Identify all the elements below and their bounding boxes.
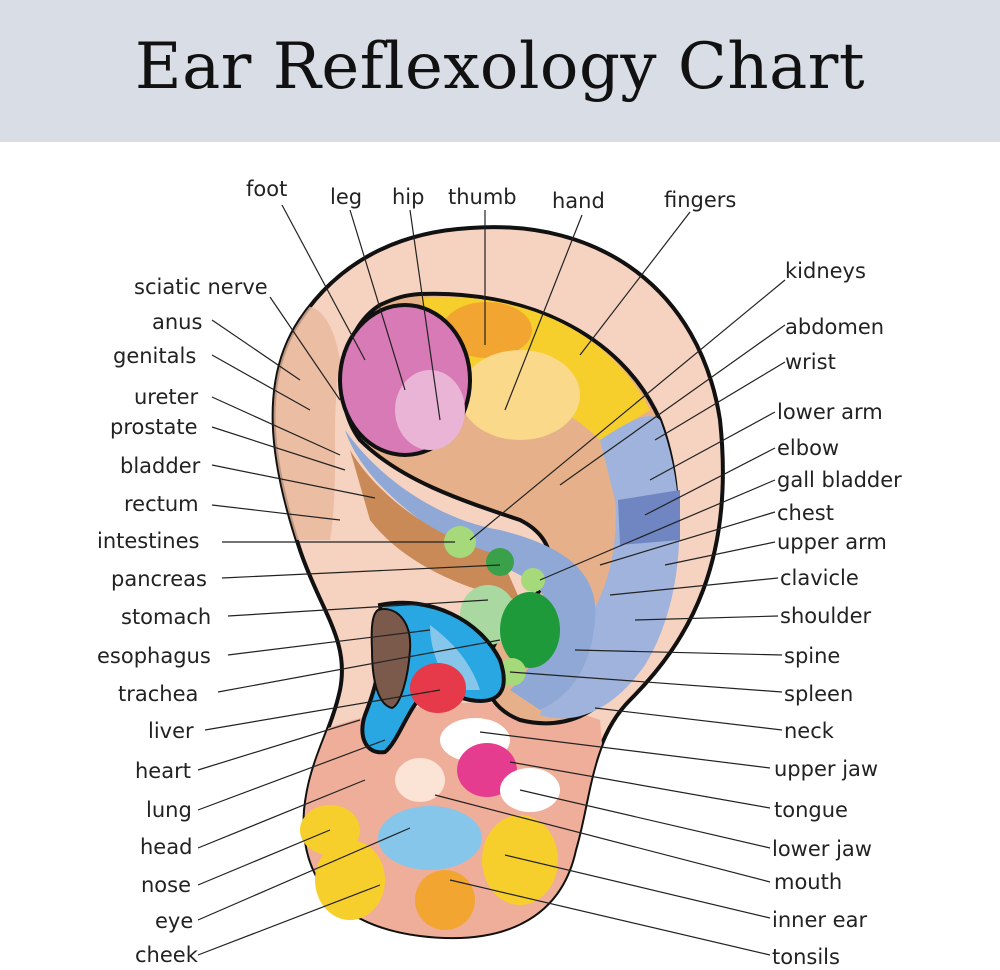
label-gall-bladder: gall bladder (777, 467, 902, 493)
pancreas-spot (486, 548, 514, 576)
tonsils-spot (415, 870, 475, 930)
label-trachea: trachea (118, 681, 198, 707)
label-tongue: tongue (774, 797, 848, 823)
label-genitals: genitals (113, 343, 196, 369)
helix-left-band (270, 306, 340, 540)
pointer-cheek (198, 885, 380, 955)
label-bladder: bladder (120, 453, 200, 479)
ear-shape (270, 227, 723, 960)
label-nose: nose (141, 872, 191, 898)
label-leg: leg (330, 184, 362, 210)
label-hip: hip (392, 184, 424, 210)
heart-spot (410, 663, 466, 713)
pointer-neck (595, 708, 782, 730)
label-mouth: mouth (774, 869, 842, 895)
inner-ear-spot (482, 815, 558, 905)
label-pancreas: pancreas (111, 566, 207, 592)
label-abdomen: abdomen (785, 314, 884, 340)
label-sciatic-nerve: sciatic nerve (134, 274, 268, 300)
label-spleen: spleen (784, 681, 853, 707)
label-upper-arm: upper arm (777, 529, 887, 555)
label-intestines: intestines (97, 528, 199, 554)
label-lower-jaw: lower jaw (772, 836, 872, 862)
label-hand: hand (552, 188, 605, 214)
pink-fossa-light (395, 370, 465, 450)
label-stomach: stomach (121, 604, 211, 630)
label-ureter: ureter (134, 384, 198, 410)
label-cheek: cheek (135, 942, 198, 968)
label-shoulder: shoulder (780, 603, 871, 629)
eye-spot (378, 806, 482, 870)
label-clavicle: clavicle (780, 565, 859, 591)
hand-zone (460, 350, 580, 440)
label-spine: spine (784, 643, 840, 669)
label-heart: heart (135, 758, 191, 784)
label-wrist: wrist (785, 349, 836, 375)
spleen-spot (500, 592, 560, 668)
label-tonsils: tonsils (772, 944, 840, 970)
label-chest: chest (777, 500, 834, 526)
label-elbow: elbow (777, 435, 839, 461)
label-prostate: prostate (110, 414, 198, 440)
label-neck: neck (784, 718, 834, 744)
label-esophagus: esophagus (97, 643, 211, 669)
lower-jaw-spot (500, 768, 560, 812)
label-lung: lung (146, 797, 192, 823)
label-anus: anus (152, 309, 202, 335)
label-kidneys: kidneys (785, 258, 866, 284)
label-upper-jaw: upper jaw (774, 756, 878, 782)
label-foot: foot (246, 176, 287, 202)
label-liver: liver (148, 718, 194, 744)
label-eye: eye (155, 908, 193, 934)
label-head: head (140, 834, 192, 860)
label-inner-ear: inner ear (772, 907, 867, 933)
label-fingers: fingers (664, 187, 736, 213)
label-lower-arm: lower arm (777, 399, 883, 425)
label-thumb: thumb (448, 184, 517, 210)
label-rectum: rectum (124, 491, 199, 517)
